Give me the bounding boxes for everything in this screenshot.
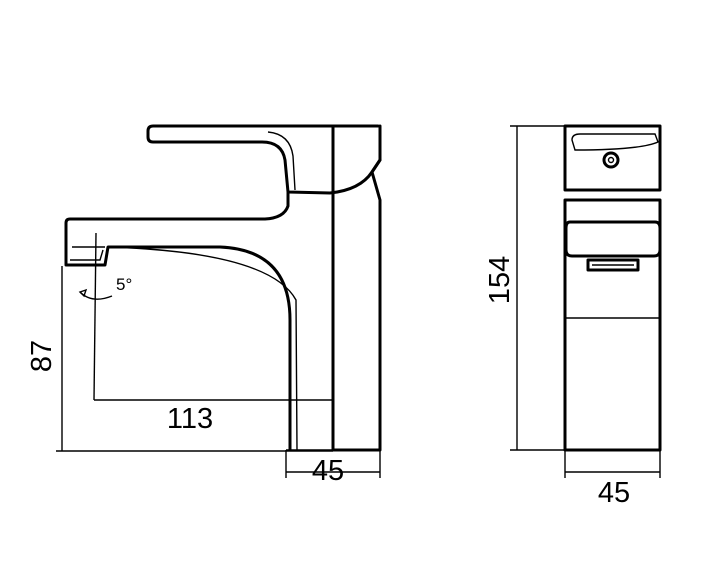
side-view <box>64 124 382 452</box>
front-view-spout <box>564 220 662 258</box>
spout-height-label: 87 <box>26 340 58 372</box>
side-view-spout-underside <box>72 246 298 451</box>
side-view-spout <box>64 190 292 452</box>
spout-reach-label: 113 <box>167 403 213 435</box>
side-view-body <box>331 124 382 452</box>
front-view-handle-inner <box>571 133 659 151</box>
side-view-aerator <box>70 249 104 261</box>
dimension-front-base-width: 45 <box>564 450 661 509</box>
side-view-lever-inner <box>267 131 296 191</box>
front-view-handle <box>563 124 662 192</box>
side-base-width-label: 45 <box>312 455 344 487</box>
side-view-lever <box>146 124 382 195</box>
dimension-overall-height: 154 <box>484 125 565 451</box>
overall-height-label: 154 <box>484 256 516 304</box>
angle-indicator: 5° <box>78 232 132 401</box>
front-view-aerator <box>586 258 640 272</box>
dimension-spout-reach: 113 <box>94 399 333 435</box>
front-view <box>563 124 662 452</box>
dimension-spout-height: 87 <box>26 266 333 452</box>
front-view-indicator-dot <box>602 151 620 169</box>
front-base-width-label: 45 <box>598 477 630 509</box>
front-view-body <box>563 198 662 452</box>
dimension-side-base-width: 45 <box>285 450 381 487</box>
spout-angle-label: 5° <box>116 275 132 294</box>
